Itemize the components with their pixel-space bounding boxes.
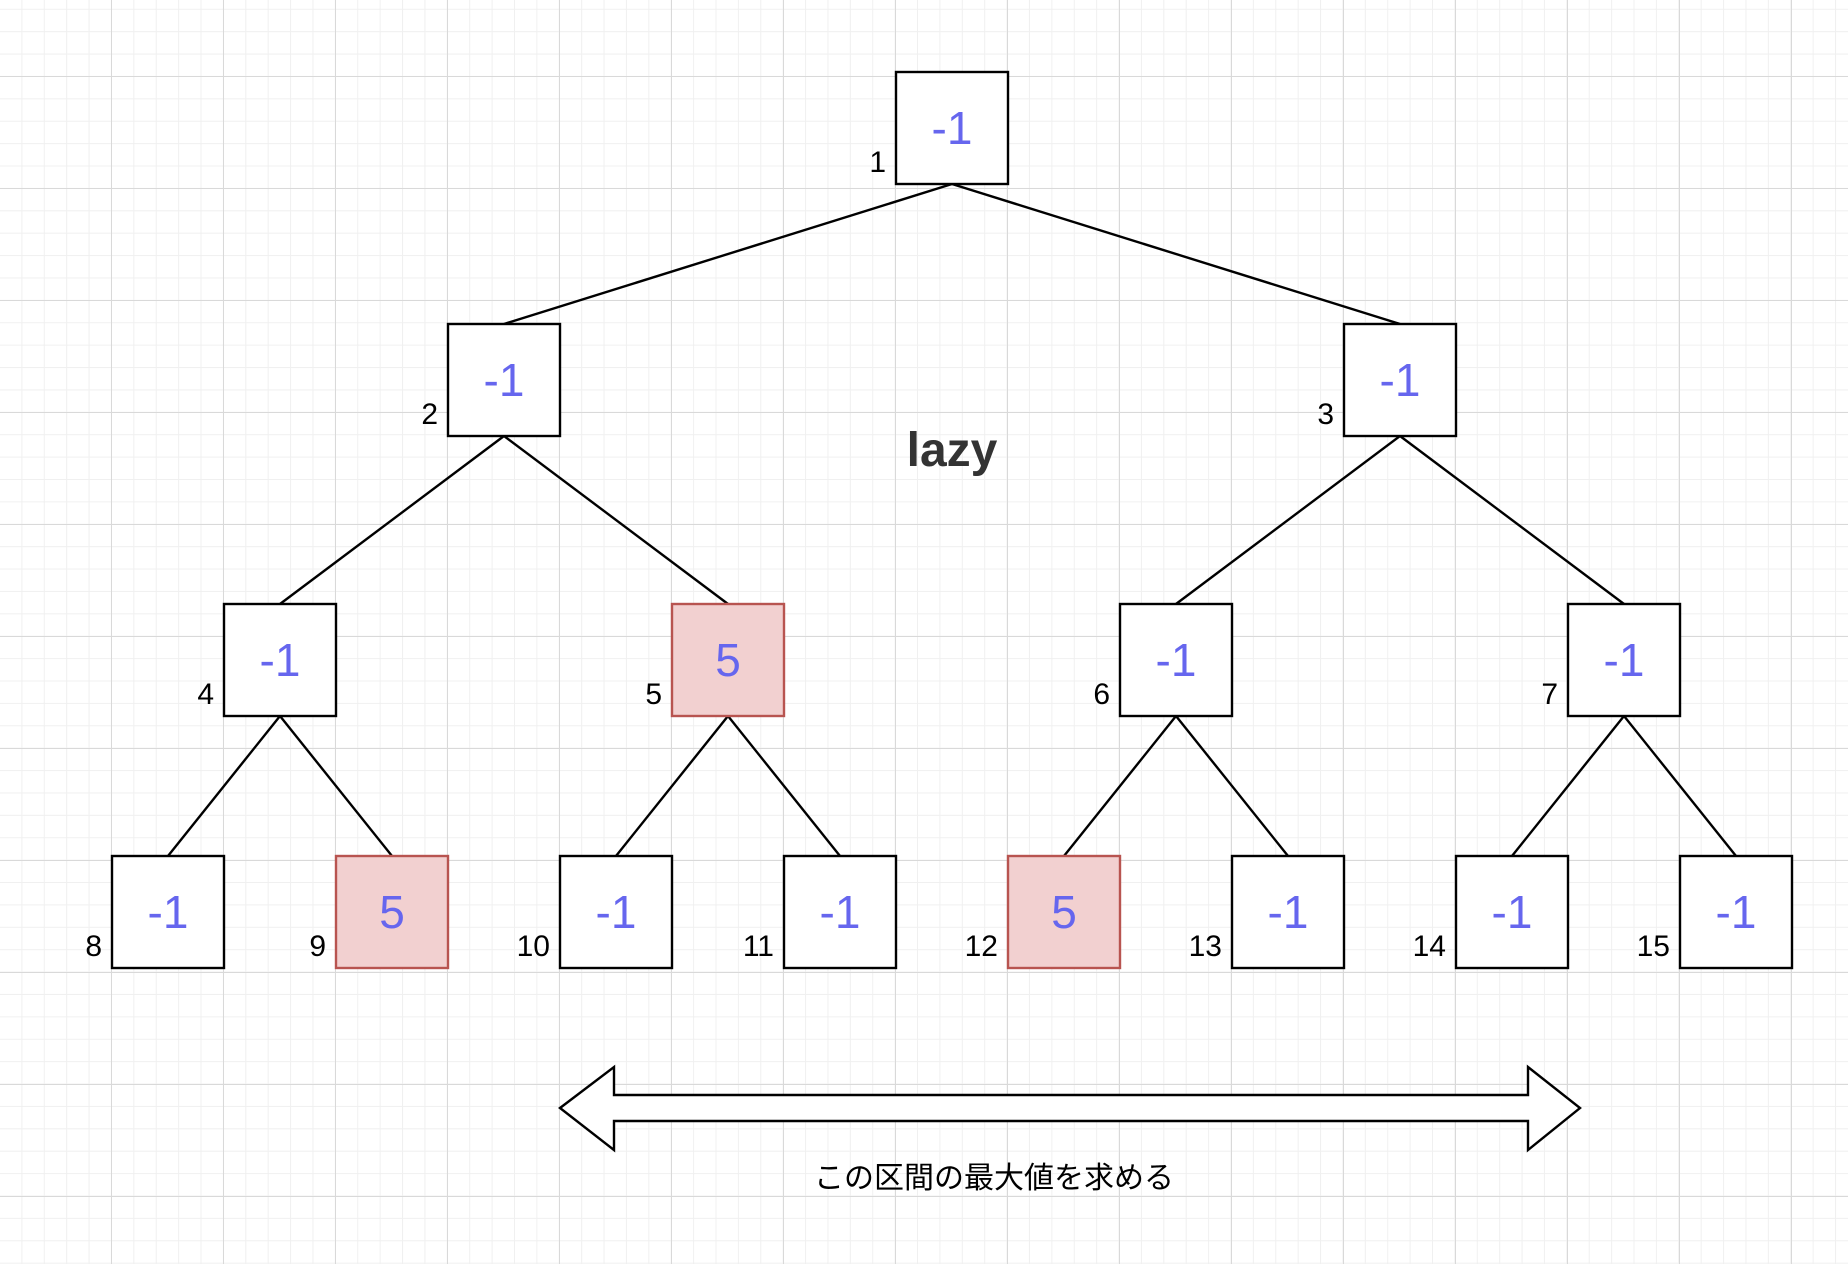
node-box: [894, 70, 1010, 186]
tree-edge-7-15: [1623, 715, 1737, 857]
node-index-label: 7: [1541, 678, 1558, 711]
node-index-label: 6: [1093, 678, 1110, 711]
node-box: [1678, 854, 1794, 970]
tree-node-3: -1 3: [1317, 322, 1458, 438]
node-value: -1: [148, 886, 189, 938]
tree-edge-3-6: [1175, 435, 1401, 605]
node-value: -1: [820, 886, 861, 938]
range-caption: この区間の最大値を求める: [814, 1161, 1174, 1196]
tree-node-15: -1 15: [1637, 854, 1794, 970]
node-value: -1: [1492, 886, 1533, 938]
node-index-label: 15: [1637, 930, 1670, 963]
node-index-label: 13: [1189, 930, 1222, 963]
tree-edge-1-2: [503, 182, 953, 326]
node-index-label: 4: [197, 678, 214, 711]
node-value: -1: [1604, 634, 1645, 686]
node-value: 5: [1051, 886, 1077, 938]
node-box: [222, 602, 338, 718]
node-index-label: 9: [309, 930, 326, 963]
tree-nodes: -11-12-13-1455-16-17-1859-110-111512-113…: [85, 70, 1794, 970]
tree-node-13: -1 13: [1189, 854, 1346, 970]
node-index-label: 11: [743, 930, 774, 963]
tree-node-14: -1 14: [1413, 854, 1570, 970]
node-index-label: 5: [645, 678, 662, 711]
node-value: 5: [715, 634, 741, 686]
tree-edge-4-8: [167, 715, 281, 857]
node-box: [1230, 854, 1346, 970]
node-box: [782, 854, 898, 970]
node-value: -1: [1268, 886, 1309, 938]
diagram-title: lazy: [907, 424, 998, 477]
node-box: [1454, 854, 1570, 970]
tree-edge-1-3: [951, 182, 1401, 326]
tree-node-4: -1 4: [197, 602, 338, 718]
node-value: -1: [260, 634, 301, 686]
node-value: -1: [932, 102, 973, 154]
tree-node-7: -1 7: [1541, 602, 1682, 718]
tree-edge-6-12: [1063, 715, 1177, 857]
node-box: [446, 322, 562, 438]
node-index-label: 12: [965, 930, 998, 963]
tree-edge-5-11: [727, 715, 841, 857]
node-value: -1: [1716, 886, 1757, 938]
tree-node-2: -1 2: [421, 322, 562, 438]
tree-edge-5-10: [615, 715, 729, 857]
node-index-label: 2: [421, 398, 438, 431]
node-value: -1: [596, 886, 637, 938]
tree-edge-2-4: [279, 435, 505, 605]
tree-node-12: 5 12: [965, 854, 1122, 970]
node-index-label: 10: [517, 930, 550, 963]
tree-edge-6-13: [1175, 715, 1289, 857]
range-double-arrow: [558, 1064, 1582, 1153]
node-value: 5: [379, 886, 405, 938]
tree-node-6: -1 6: [1093, 602, 1234, 718]
node-box: [1342, 322, 1458, 438]
node-box: [1118, 602, 1234, 718]
tree-edge-7-14: [1511, 715, 1625, 857]
node-index-label: 14: [1413, 930, 1446, 963]
node-index-label: 8: [85, 930, 102, 963]
node-index-label: 1: [869, 146, 886, 179]
tree-node-10: -1 10: [517, 854, 674, 970]
tree-edge-2-5: [503, 435, 729, 605]
tree-node-5: 55: [645, 602, 786, 718]
node-box: [558, 854, 674, 970]
node-value: -1: [1380, 354, 1421, 406]
tree-node-8: -1 8: [85, 854, 226, 970]
node-box: [1006, 854, 1122, 970]
tree-node-11: -1 11: [743, 854, 898, 970]
tree-edges: [167, 182, 1737, 857]
node-value: -1: [484, 354, 525, 406]
node-box: [670, 602, 786, 718]
tree-node-9: 59: [309, 854, 450, 970]
node-index-label: 3: [1317, 398, 1334, 431]
node-value: -1: [1156, 634, 1197, 686]
node-box: [1566, 602, 1682, 718]
node-box: [110, 854, 226, 970]
tree-edge-3-7: [1399, 435, 1625, 605]
tree-node-1: -1 1: [869, 70, 1010, 186]
node-box: [334, 854, 450, 970]
tree-edge-4-9: [279, 715, 393, 857]
